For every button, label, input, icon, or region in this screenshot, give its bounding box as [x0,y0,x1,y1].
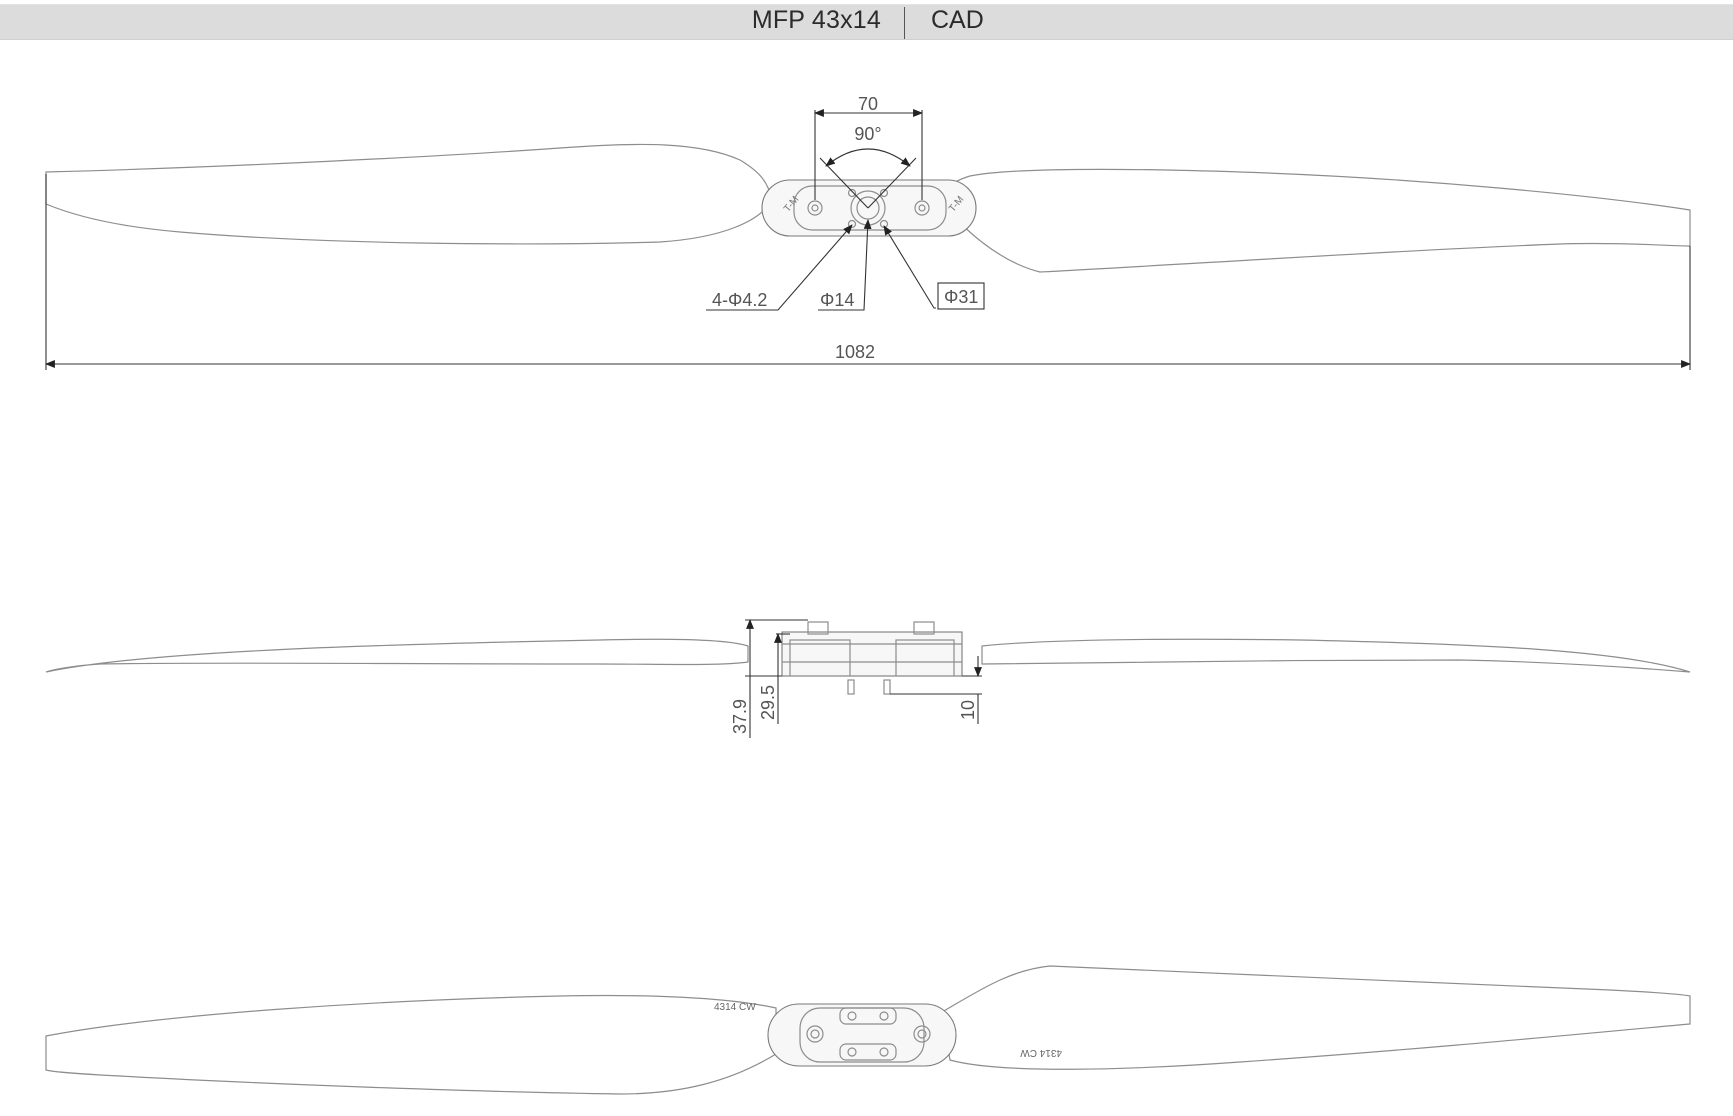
dim-bolt-angle: 90° [854,124,881,144]
bolt-hole-left [807,200,823,216]
model-title: MFP 43x14 [751,6,881,34]
bottom-bolt-left [806,1025,824,1043]
bottom-left-blade [45,994,777,1095]
dim-total-height: 37.9 [730,699,750,734]
dim-span: 1082 [835,342,875,362]
dim-boss-height: 10 [958,700,978,720]
dim-hub-diameter: Φ31 [944,287,978,307]
center-bore [856,196,880,220]
dim-bolt-spacing: 70 [858,94,878,114]
bolt-hole-right [914,200,930,216]
bottom-bolt-right [913,1025,931,1043]
side-view: 37.9 29.5 10 [45,619,1691,738]
title-bar: MFP 43x14 CAD [0,4,1733,40]
side-hub [781,631,963,677]
bottom-right-blade [941,965,1691,1070]
dim-center-bore: Φ14 [820,290,854,310]
top-hub-inner [793,185,947,231]
dim-holes: 4-Φ4.2 [712,290,767,310]
bottom-hub [767,1003,957,1067]
top-right-blade [941,168,1691,273]
bottom-marking-left: 4314 CW [714,1002,756,1013]
side-right-blade [981,638,1691,673]
title-divider [904,7,905,39]
top-view: T-M T-M 70 90° 4-Φ4.2 Φ14 Φ31 1082 [45,94,1691,370]
section-title: CAD [931,6,984,34]
bottom-marking-right: 4314 CW [1020,1047,1062,1058]
bottom-view: 4314 CW 4314 CW [45,965,1691,1095]
top-left-blade [45,143,773,245]
dim-hub-height: 29.5 [758,685,778,720]
side-left-blade [45,638,749,673]
